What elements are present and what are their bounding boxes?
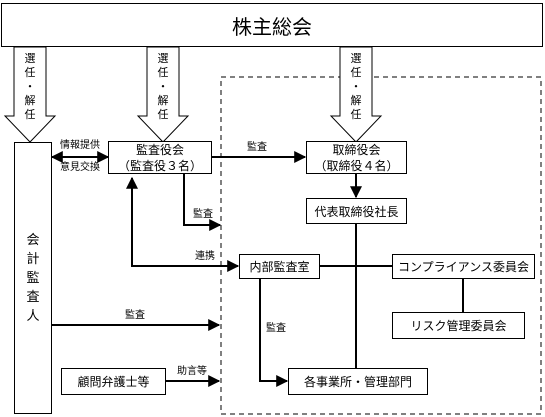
business-offices-box: 各事業所・管理部門 bbox=[288, 368, 428, 395]
audit-label-internal: 監査 bbox=[266, 323, 286, 334]
accounting-auditor-box: 会 計 監 査 人 bbox=[14, 142, 52, 414]
election-arrow-board-of-directors bbox=[329, 46, 383, 143]
audit-board-title: 監査役会 bbox=[135, 142, 184, 157]
board-title: 取締役会 bbox=[332, 142, 381, 157]
election-label-right: 選 任 ・ 解 任 bbox=[350, 52, 362, 121]
internal-audit-arrow bbox=[259, 279, 289, 387]
company-boundary bbox=[220, 76, 542, 415]
cooperation-label: 連携 bbox=[195, 251, 215, 262]
cooperation-arrow bbox=[126, 176, 240, 272]
legal-advisors-box: 顧問弁護士等 bbox=[61, 368, 166, 395]
internal-audit-office-box: 内部監査室 bbox=[239, 254, 320, 279]
election-label-middle: 選 任 ・ 解 任 bbox=[157, 52, 169, 121]
advice-label: 助言等 bbox=[177, 366, 207, 377]
audit-board-box: 監査役会 （監査役３名） bbox=[108, 141, 212, 174]
info-provision-label: 情報提供 bbox=[60, 140, 100, 151]
election-label-left: 選 任 ・ 解 任 bbox=[24, 52, 36, 121]
board-members: （取締役４名） bbox=[314, 158, 399, 173]
president-box: 代表取締役社長 bbox=[306, 198, 407, 224]
shareholders-meeting-box: 株主総会 bbox=[1, 3, 543, 47]
shareholders-meeting-label: 株主総会 bbox=[232, 14, 312, 39]
compliance-committee-box: コンプライアンス委員会 bbox=[392, 254, 535, 279]
audit-label-top: 監査 bbox=[247, 142, 267, 153]
election-arrow-accounting-auditor bbox=[3, 46, 57, 143]
audit-label-accounting: 監査 bbox=[125, 310, 145, 321]
election-arrow-audit-board bbox=[136, 46, 190, 143]
opinion-exchange-label: 意見交換 bbox=[60, 162, 100, 173]
risk-management-committee-box: リスク管理委員会 bbox=[392, 312, 525, 339]
board-of-directors-box: 取締役会 （取締役４名） bbox=[306, 141, 407, 174]
audit-board-members: （監査役３名） bbox=[117, 158, 202, 173]
audit-label-mid: 監査 bbox=[193, 209, 213, 220]
